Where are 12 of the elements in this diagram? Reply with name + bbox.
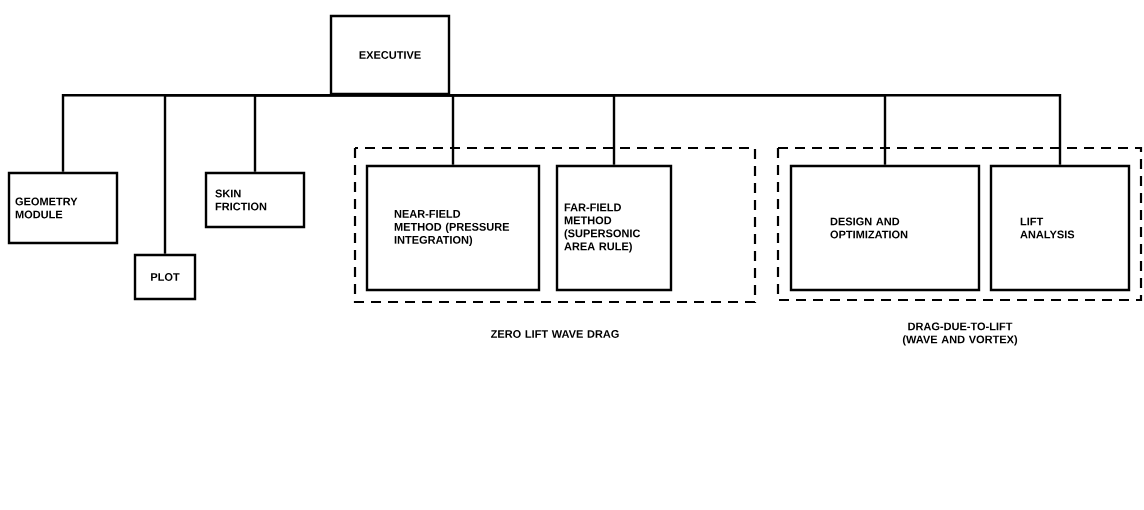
module-box: FAR-FIELD METHOD (SUPERSONIC AREA RULE) xyxy=(555,164,673,292)
module-box: PLOT xyxy=(133,253,197,301)
connector-line xyxy=(253,94,390,172)
module-box: EXECUTIVE xyxy=(329,14,451,96)
node-label: ZERO LIFT WAVE DRAG xyxy=(490,330,619,338)
node-label: DRAG-DUE-TO-LIFT (WAVE AND VORTEX) xyxy=(902,322,1018,346)
module-box: SKIN FRICTION xyxy=(204,171,306,229)
module-box: NEAR-FIELD METHOD (PRESSURE INTEGRATION) xyxy=(365,164,541,292)
module-box: GEOMETRY MODULE xyxy=(7,171,119,245)
module-box: LIFT ANALYSIS xyxy=(989,164,1131,292)
module-box: DESIGN AND OPTIMIZATION xyxy=(789,164,981,292)
connector-line xyxy=(390,94,1062,165)
